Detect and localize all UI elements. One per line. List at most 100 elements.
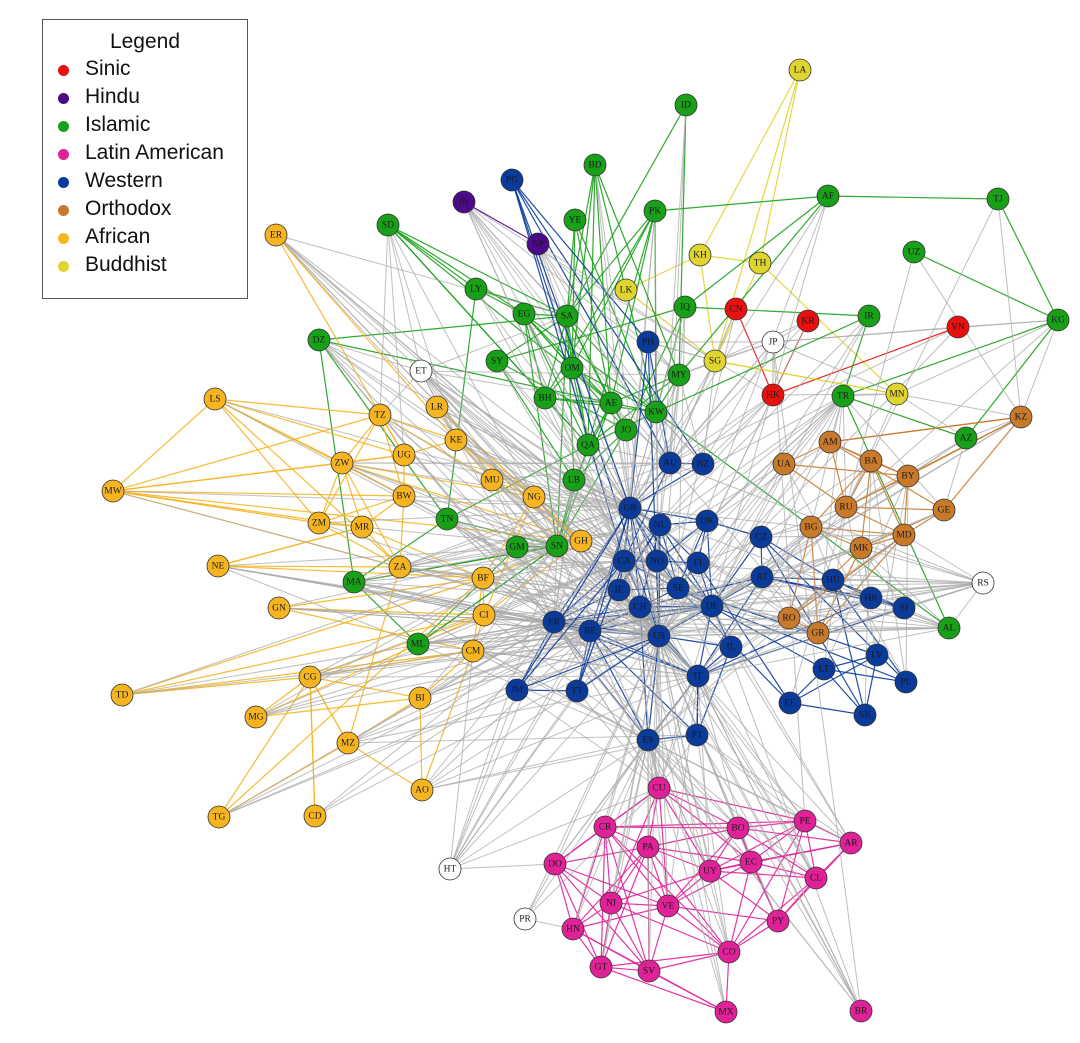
node-CZ: CZ (749, 525, 773, 549)
node-label: PE (799, 817, 810, 827)
node-label: LY (470, 285, 482, 295)
edge-KZ-AM (829, 416, 1022, 443)
node-label: JP (769, 338, 778, 348)
edge-MZ-AO (347, 742, 423, 791)
node-circle (986, 187, 1010, 211)
node-circle (599, 891, 623, 915)
node-LK: LK (614, 278, 638, 302)
node-label: RO (782, 614, 795, 624)
node-circle (932, 498, 956, 522)
edge-RS-AT (761, 576, 984, 584)
node-label: LV (871, 651, 883, 661)
node-label: AZ (960, 434, 973, 444)
node-label: BO (731, 824, 744, 834)
node-SK: SK (853, 703, 877, 727)
edge-TR-GE (842, 395, 945, 511)
node-label: TZ (374, 411, 386, 421)
node-BO: BO (726, 816, 750, 840)
node-TD: TD (110, 683, 134, 707)
edge-NI-CO (610, 902, 730, 953)
node-label: CO (722, 948, 735, 958)
edge-CU-BO (658, 787, 739, 829)
node-circle (435, 507, 459, 531)
node-circle (264, 223, 288, 247)
node-circle (576, 433, 600, 457)
edge-UY-CL (709, 870, 817, 879)
edge-TR-NL (659, 395, 844, 526)
node-circle (700, 594, 724, 618)
node-circle (853, 703, 877, 727)
node-BA: BA (859, 449, 883, 473)
node-circle (761, 330, 785, 354)
edge-KG-KZ (1020, 319, 1059, 418)
node-label: PK (649, 207, 661, 217)
node-label: IQ (680, 303, 690, 313)
node-ZM: ZM (307, 511, 331, 535)
node-ET: ET (409, 359, 433, 383)
edge-FR-CD (314, 621, 555, 817)
edge-BY-LV (876, 475, 909, 656)
edge-HT-FR (449, 621, 555, 870)
node-label: HT (444, 865, 457, 875)
node-label: GM (509, 543, 525, 553)
node-circle (643, 199, 667, 223)
edge-OM-GB (571, 367, 631, 509)
node-ER: ER (264, 223, 288, 247)
node-circle (902, 240, 926, 264)
node-AO: AO (410, 778, 434, 802)
node-label: NO (650, 557, 664, 567)
node-circle (647, 776, 671, 800)
edge-TZ-GB (379, 414, 631, 509)
edge-BF-DE (482, 577, 713, 607)
node-circle (691, 452, 715, 476)
edge-RU-GE (845, 506, 945, 511)
edge-PK-SA (566, 210, 656, 317)
node-circle (471, 566, 495, 590)
node-circle (717, 940, 741, 964)
node-label: BW (396, 492, 411, 502)
legend-swatch (58, 149, 69, 160)
edge-ML-US (417, 635, 660, 645)
node-circle (648, 513, 672, 537)
node-EC: EC (739, 850, 763, 874)
legend-item: Latin American (43, 140, 247, 168)
edge-PE-PY (777, 820, 806, 922)
node-circle (614, 278, 638, 302)
edge-ES-CM (472, 650, 649, 741)
node-SI: SI (892, 596, 916, 620)
edge-CU-VE (658, 787, 669, 907)
node-circle (849, 536, 873, 560)
node-label: SI (900, 604, 908, 614)
edge-VE-HN (572, 905, 669, 930)
edge-ID-AU (669, 104, 687, 464)
node-BH: BH (533, 386, 557, 410)
edge-PA-HN (572, 846, 649, 930)
node-circle (644, 400, 668, 424)
node-label: CG (303, 673, 316, 683)
node-circle (560, 356, 584, 380)
edge-CN-HK (735, 308, 774, 396)
node-circle (804, 866, 828, 890)
edge-PT-BR (696, 734, 862, 1012)
node-HU: HU (821, 568, 845, 592)
edge-JM-GB (516, 507, 631, 691)
edge-BE-MG (255, 630, 591, 718)
edge-CL-US (658, 635, 817, 879)
node-label: AF (822, 192, 834, 202)
node-circle (894, 670, 918, 694)
node-circle (607, 578, 631, 602)
node-circle (350, 515, 374, 539)
edge-PG-NZ (511, 179, 704, 465)
node-VN: VN (946, 315, 970, 339)
node-circle (563, 208, 587, 232)
node-circle (799, 515, 823, 539)
node-MD: MD (892, 523, 916, 547)
node-label: LR (431, 403, 444, 413)
node-label: PR (519, 915, 531, 925)
edge-CU-TT (576, 690, 660, 789)
node-PE: PE (793, 809, 817, 833)
node-label: EG (518, 310, 531, 320)
node-circle (686, 664, 710, 688)
edge-PG-AU (511, 179, 671, 464)
node-circle (244, 705, 268, 729)
